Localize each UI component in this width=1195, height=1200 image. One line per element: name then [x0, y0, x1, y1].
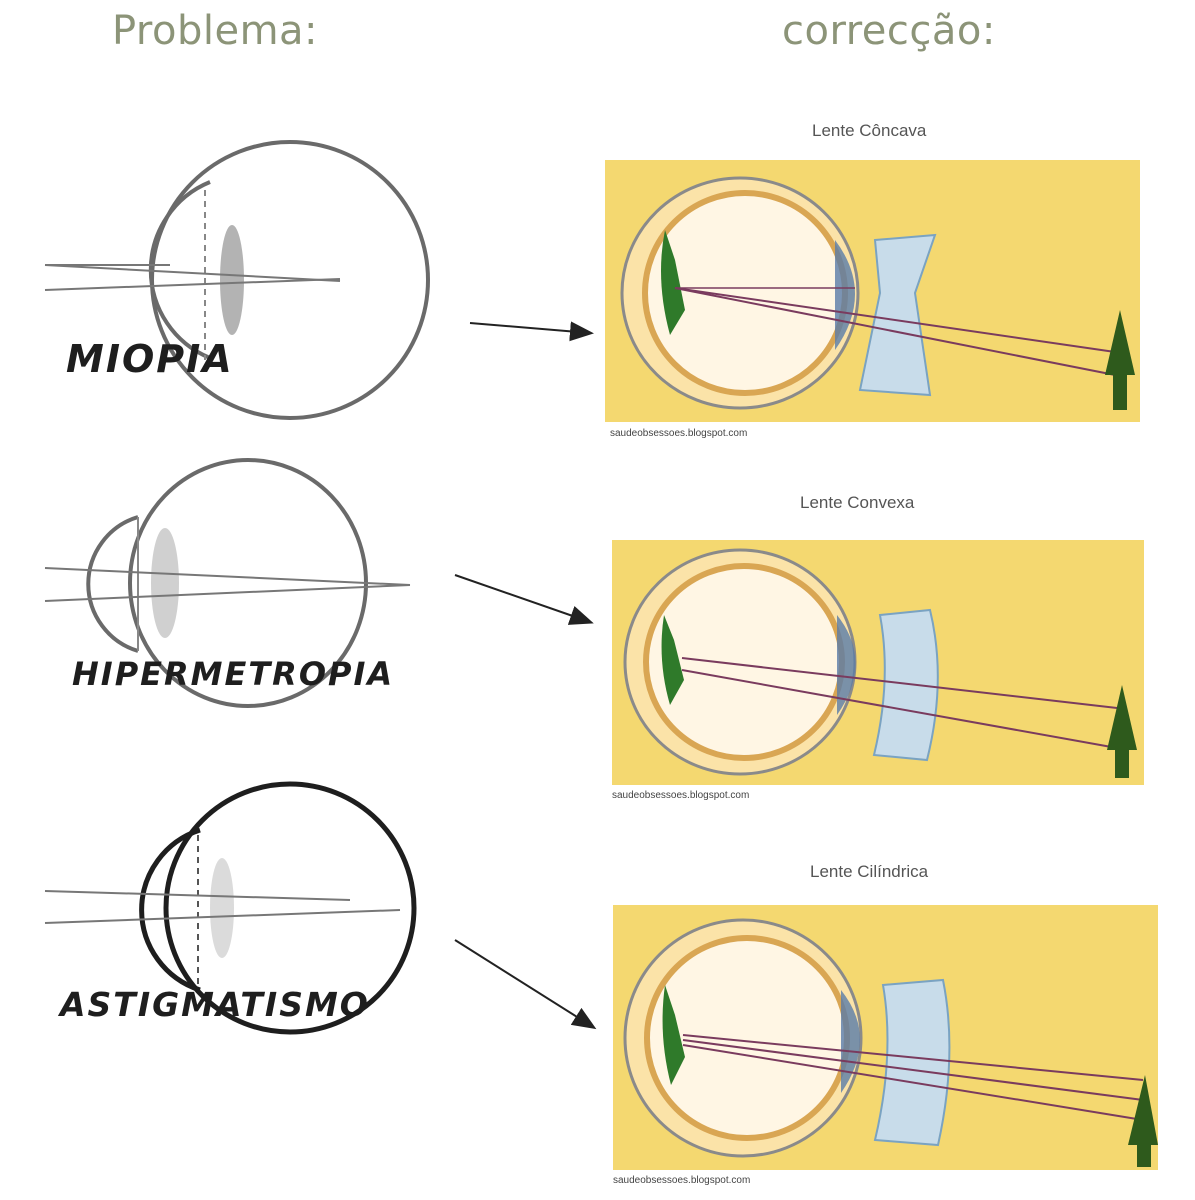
hyperopia-label: HIPERMETROPIA — [72, 655, 395, 693]
panel-title-concave: Lente Côncava — [812, 121, 927, 140]
astigmatism-label: ASTIGMATISMO — [60, 985, 370, 1024]
arrow-hyperopia — [454, 574, 594, 625]
arrow-myopia — [469, 321, 594, 342]
header-correction: correcção: — [782, 8, 996, 54]
myopia-label: MIOPIA — [66, 337, 234, 381]
hyperopia-eye-diagram — [44, 458, 411, 708]
panel-title-convex: Lente Convexa — [800, 493, 915, 512]
myopia-eye-diagram — [44, 140, 430, 420]
credit-convex: saudeobsessoes.blogspot.com — [612, 790, 750, 801]
arrow-astigmatism — [454, 939, 597, 1030]
panel-title-cylindrical: Lente Cilíndrica — [810, 862, 929, 881]
astigmatism-eye-diagram — [44, 781, 417, 1035]
cylindrical-lens-panel — [613, 905, 1158, 1170]
header-problem: Problema: — [112, 8, 319, 54]
concave-lens-panel — [605, 160, 1140, 422]
convex-lens-panel — [612, 540, 1144, 785]
credit-concave: saudeobsessoes.blogspot.com — [610, 428, 748, 439]
credit-cylindrical: saudeobsessoes.blogspot.com — [613, 1175, 751, 1186]
